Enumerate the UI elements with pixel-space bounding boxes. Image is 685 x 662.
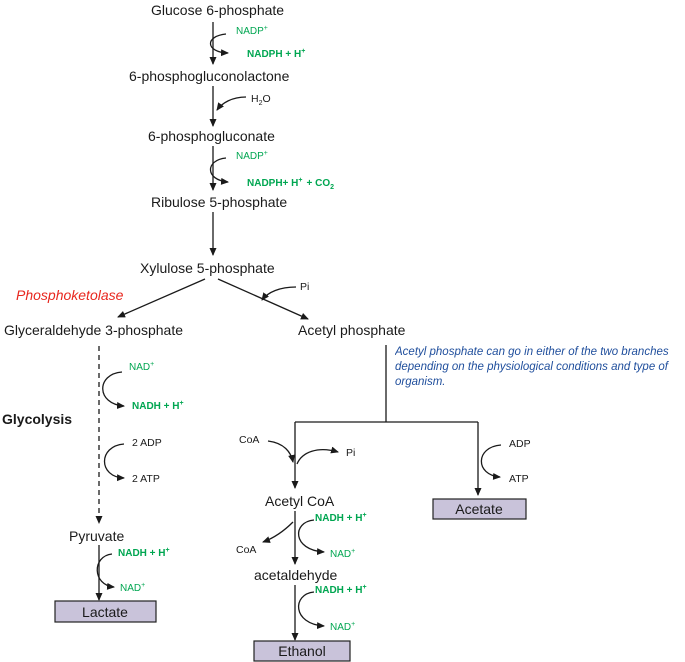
acetyl-coa-label: Acetyl CoA: [265, 493, 335, 509]
arc-nadh-nad-lactate: [96, 553, 115, 590]
glucose-6-phosphate-label: Glucose 6-phosphate: [151, 2, 284, 18]
coa-in-label: CoA: [239, 434, 259, 446]
adp-2-label: 2 ADP: [132, 437, 162, 449]
note-text: Acetyl phosphate can go in either of the…: [395, 346, 669, 388]
arc-adp-atp-acetate: [480, 444, 502, 480]
adp-label: ADP: [509, 438, 531, 450]
arc-nadh-nad-acetaldehyde: [298, 519, 325, 556]
h2o-label: H2O: [251, 93, 271, 107]
pi-label-1: Pi: [300, 281, 309, 293]
acetate-label: Acetate: [455, 501, 503, 517]
nadh-h-ethanol: NADH + H+: [315, 584, 367, 596]
phosphogluconolactone-label: 6-phosphogluconolactone: [129, 68, 290, 84]
arc-pi-out: [296, 446, 339, 465]
nadh-h-glycolysis: NADH + H+: [132, 400, 184, 412]
atp-label: ATP: [509, 473, 529, 485]
note-container: Acetyl phosphate can go in either of the…: [395, 346, 669, 388]
arc-h2o: [216, 96, 247, 111]
arc-nadp-nadph-1: [209, 33, 229, 57]
nadp-plus-1: NADP+: [236, 25, 268, 37]
ethanol-box: [253, 640, 351, 662]
arc-pi-1: [261, 286, 297, 301]
glycolysis-label: Glycolysis: [2, 411, 72, 427]
acetyl-phosphate-label: Acetyl phosphate: [298, 322, 406, 338]
arc-coa-out: [262, 521, 294, 543]
arc-coa-in: [267, 440, 296, 463]
pyruvate-label: Pyruvate: [69, 528, 124, 544]
pi-label-2: Pi: [346, 447, 355, 459]
ethanol-label: Ethanol: [278, 643, 325, 659]
nad-plus-glycolysis: NAD+: [129, 361, 154, 373]
acetate-box: [432, 498, 527, 520]
arc-nadp-nadph-2: [209, 157, 229, 185]
arc-nad-nadh-glycolysis: [102, 371, 125, 409]
xylulose-5-phosphate-label: Xylulose 5-phosphate: [140, 260, 275, 276]
arc-nadh-nad-ethanol: [298, 591, 325, 630]
phosphogluconate-label: 6-phosphogluconate: [148, 128, 275, 144]
nadh-h-acetaldehyde: NADH + H+: [315, 512, 367, 524]
atp-2-label: 2 ATP: [132, 473, 160, 485]
lactate-label: Lactate: [82, 604, 128, 620]
arc-adp-atp: [103, 443, 125, 482]
nadph-h-co2: NADPH+ H++ CO2: [247, 177, 334, 191]
glyceraldehyde-3-phosphate-label: Glyceraldehyde 3-phosphate: [4, 322, 183, 338]
nadph-h-1: NADPH + H+: [247, 48, 305, 60]
nadp-plus-2: NADP+: [236, 150, 268, 162]
nadh-h-lactate: NADH + H+: [118, 547, 170, 559]
lactate-box: [54, 600, 157, 623]
ribulose-5-phosphate-label: Ribulose 5-phosphate: [151, 194, 287, 210]
acetaldehyde-label: acetaldehyde: [254, 567, 338, 583]
nad-plus-acetaldehyde: NAD+: [330, 548, 355, 560]
nad-plus-lactate: NAD+: [120, 582, 145, 594]
nad-plus-ethanol: NAD+: [330, 621, 355, 633]
phosphoketolase-label: Phosphoketolase: [16, 287, 124, 303]
arrow-xu5p-to-g3p: [117, 278, 206, 318]
coa-out-label: CoA: [236, 544, 256, 556]
